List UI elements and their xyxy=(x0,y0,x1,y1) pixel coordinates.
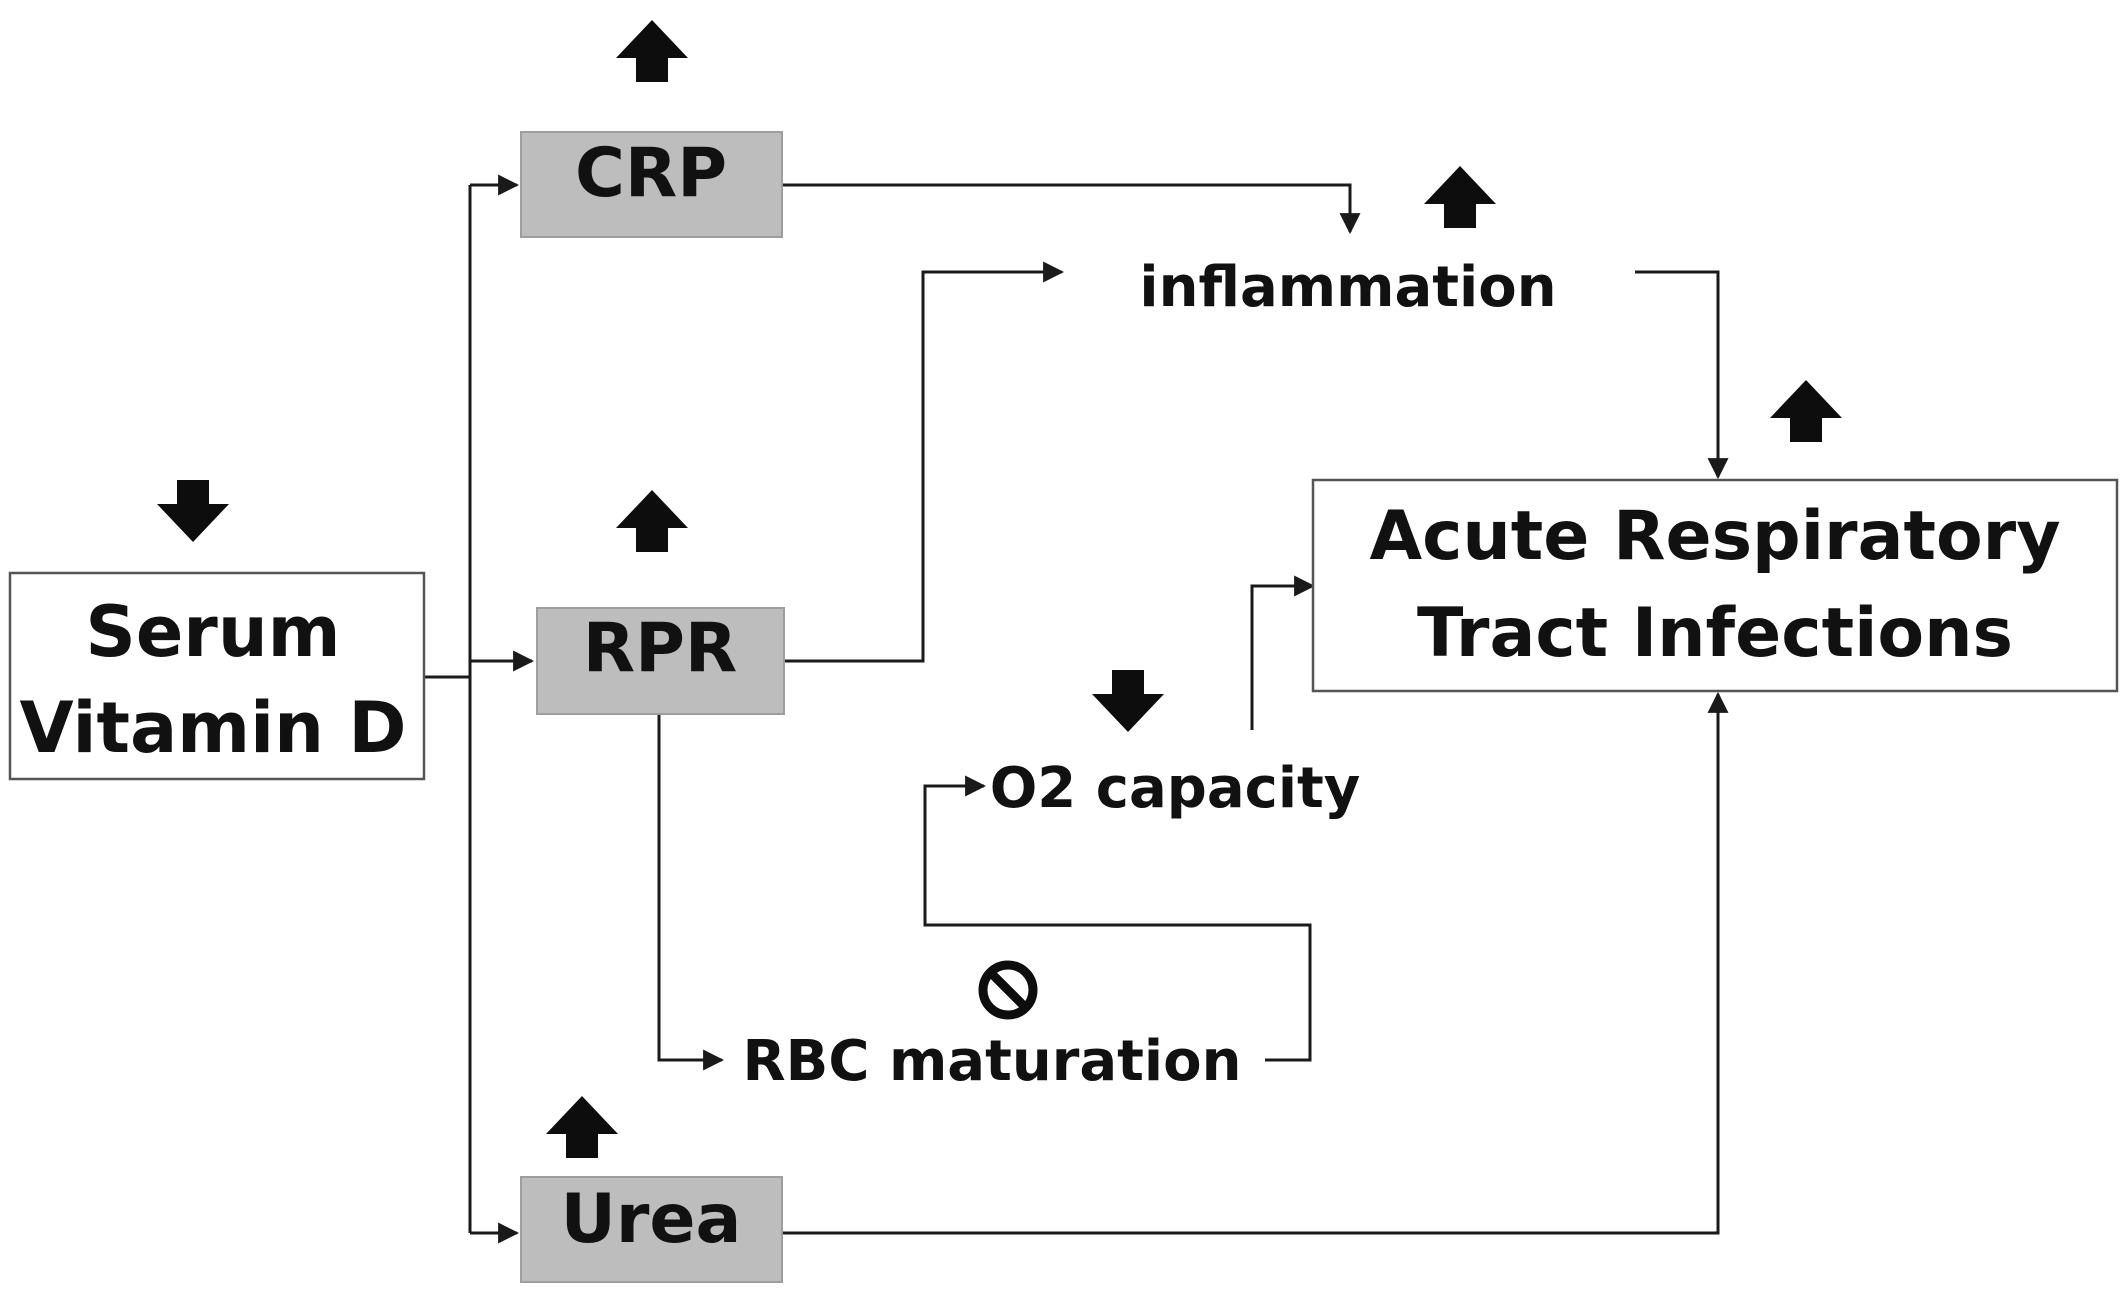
serum-vitamin-d-label-line2: Vitamin D xyxy=(20,687,407,769)
rpr-node: RPR xyxy=(536,607,785,715)
arti-label-line2: Tract Infections xyxy=(1417,594,2013,673)
inflammation-label: inflammation xyxy=(1139,255,1556,320)
down-arrow-icon xyxy=(157,480,229,542)
connector-o2-arti xyxy=(1250,575,1316,730)
urea-label: Urea xyxy=(561,1180,742,1259)
crp-node: CRP xyxy=(520,131,783,238)
rbc-maturation-label: RBC maturation xyxy=(743,1029,1242,1094)
arti-label-line1: Acute Respiratory xyxy=(1369,497,2060,576)
arti-box xyxy=(1311,478,2119,693)
serum-vitamin-d-label-line1: Serum xyxy=(85,591,340,673)
up-arrow-icon xyxy=(1770,380,1842,442)
connector-urea-arti xyxy=(782,691,1729,1235)
rpr-label: RPR xyxy=(583,609,738,688)
connector-rpr-inflammation xyxy=(784,261,1065,663)
crp-label: CRP xyxy=(575,134,727,213)
connector-rbc-o2 xyxy=(923,775,1312,1062)
urea-node: Urea xyxy=(520,1176,783,1283)
up-arrow-icon xyxy=(616,20,688,82)
connector-crp-inflammation xyxy=(782,183,1361,235)
up-arrow-icon xyxy=(546,1096,618,1158)
serum-vitamin-d-node: Serum Vitamin D xyxy=(8,571,426,781)
arti-node: Acute Respiratory Tract Infections xyxy=(1311,478,2119,693)
down-arrow-icon xyxy=(1092,670,1164,732)
rpr-box xyxy=(536,607,785,715)
connectors xyxy=(424,174,1729,1244)
serum-vitamin-d-box xyxy=(8,571,426,781)
crp-box xyxy=(520,131,783,238)
up-arrow-icon xyxy=(1424,166,1496,228)
urea-box xyxy=(520,1176,783,1283)
connector-rpr-rbc xyxy=(657,714,725,1071)
connector-inflammation-arti xyxy=(1635,270,1729,480)
prohibited-icon xyxy=(978,960,1038,1020)
up-arrow-icon xyxy=(616,490,688,552)
o2-capacity-label: O2 capacity xyxy=(990,756,1361,821)
